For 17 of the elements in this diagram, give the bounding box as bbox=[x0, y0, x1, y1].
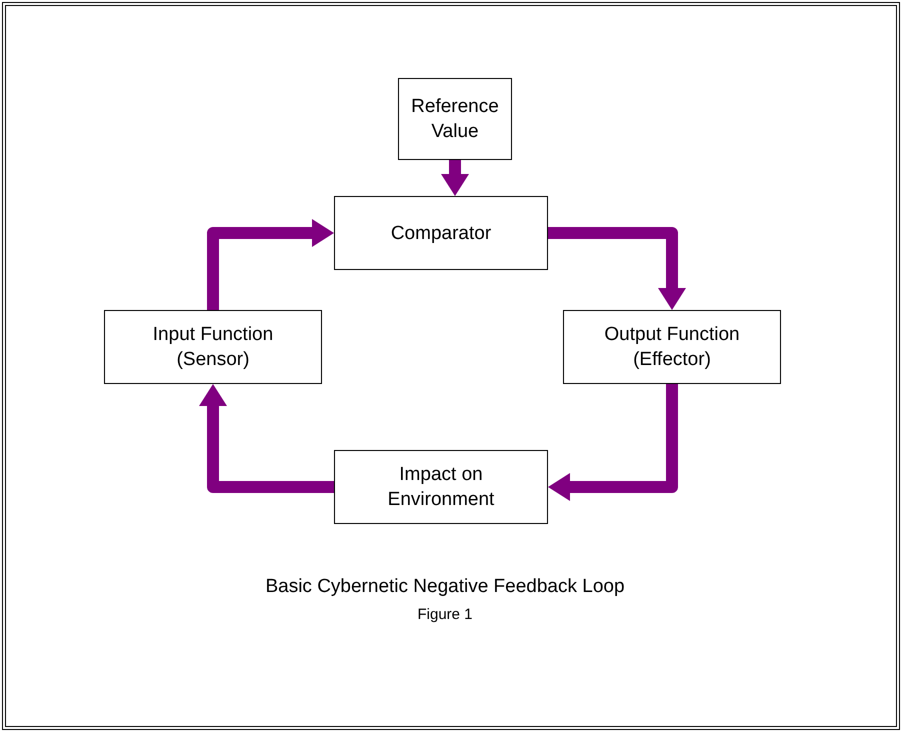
process-box bbox=[334, 450, 548, 524]
arrow bbox=[441, 160, 469, 196]
box-label: Output Function (Effector) bbox=[604, 323, 740, 372]
arrow bbox=[548, 384, 678, 501]
process-box bbox=[334, 196, 548, 270]
process-box bbox=[563, 310, 781, 384]
box-label: Comparator bbox=[390, 222, 492, 246]
box-label: Input Function (Sensor) bbox=[152, 323, 274, 372]
process-box bbox=[104, 310, 322, 384]
box-label: Impact on Environment bbox=[386, 463, 496, 512]
box-label: Reference Value bbox=[410, 95, 500, 144]
process-box bbox=[398, 78, 512, 160]
arrow bbox=[199, 384, 334, 493]
arrow bbox=[207, 219, 334, 310]
arrow bbox=[548, 227, 686, 310]
figure-caption: Basic Cybernetic Negative Feedback Loop bbox=[264, 576, 626, 598]
figure-number: Figure 1 bbox=[416, 606, 474, 623]
